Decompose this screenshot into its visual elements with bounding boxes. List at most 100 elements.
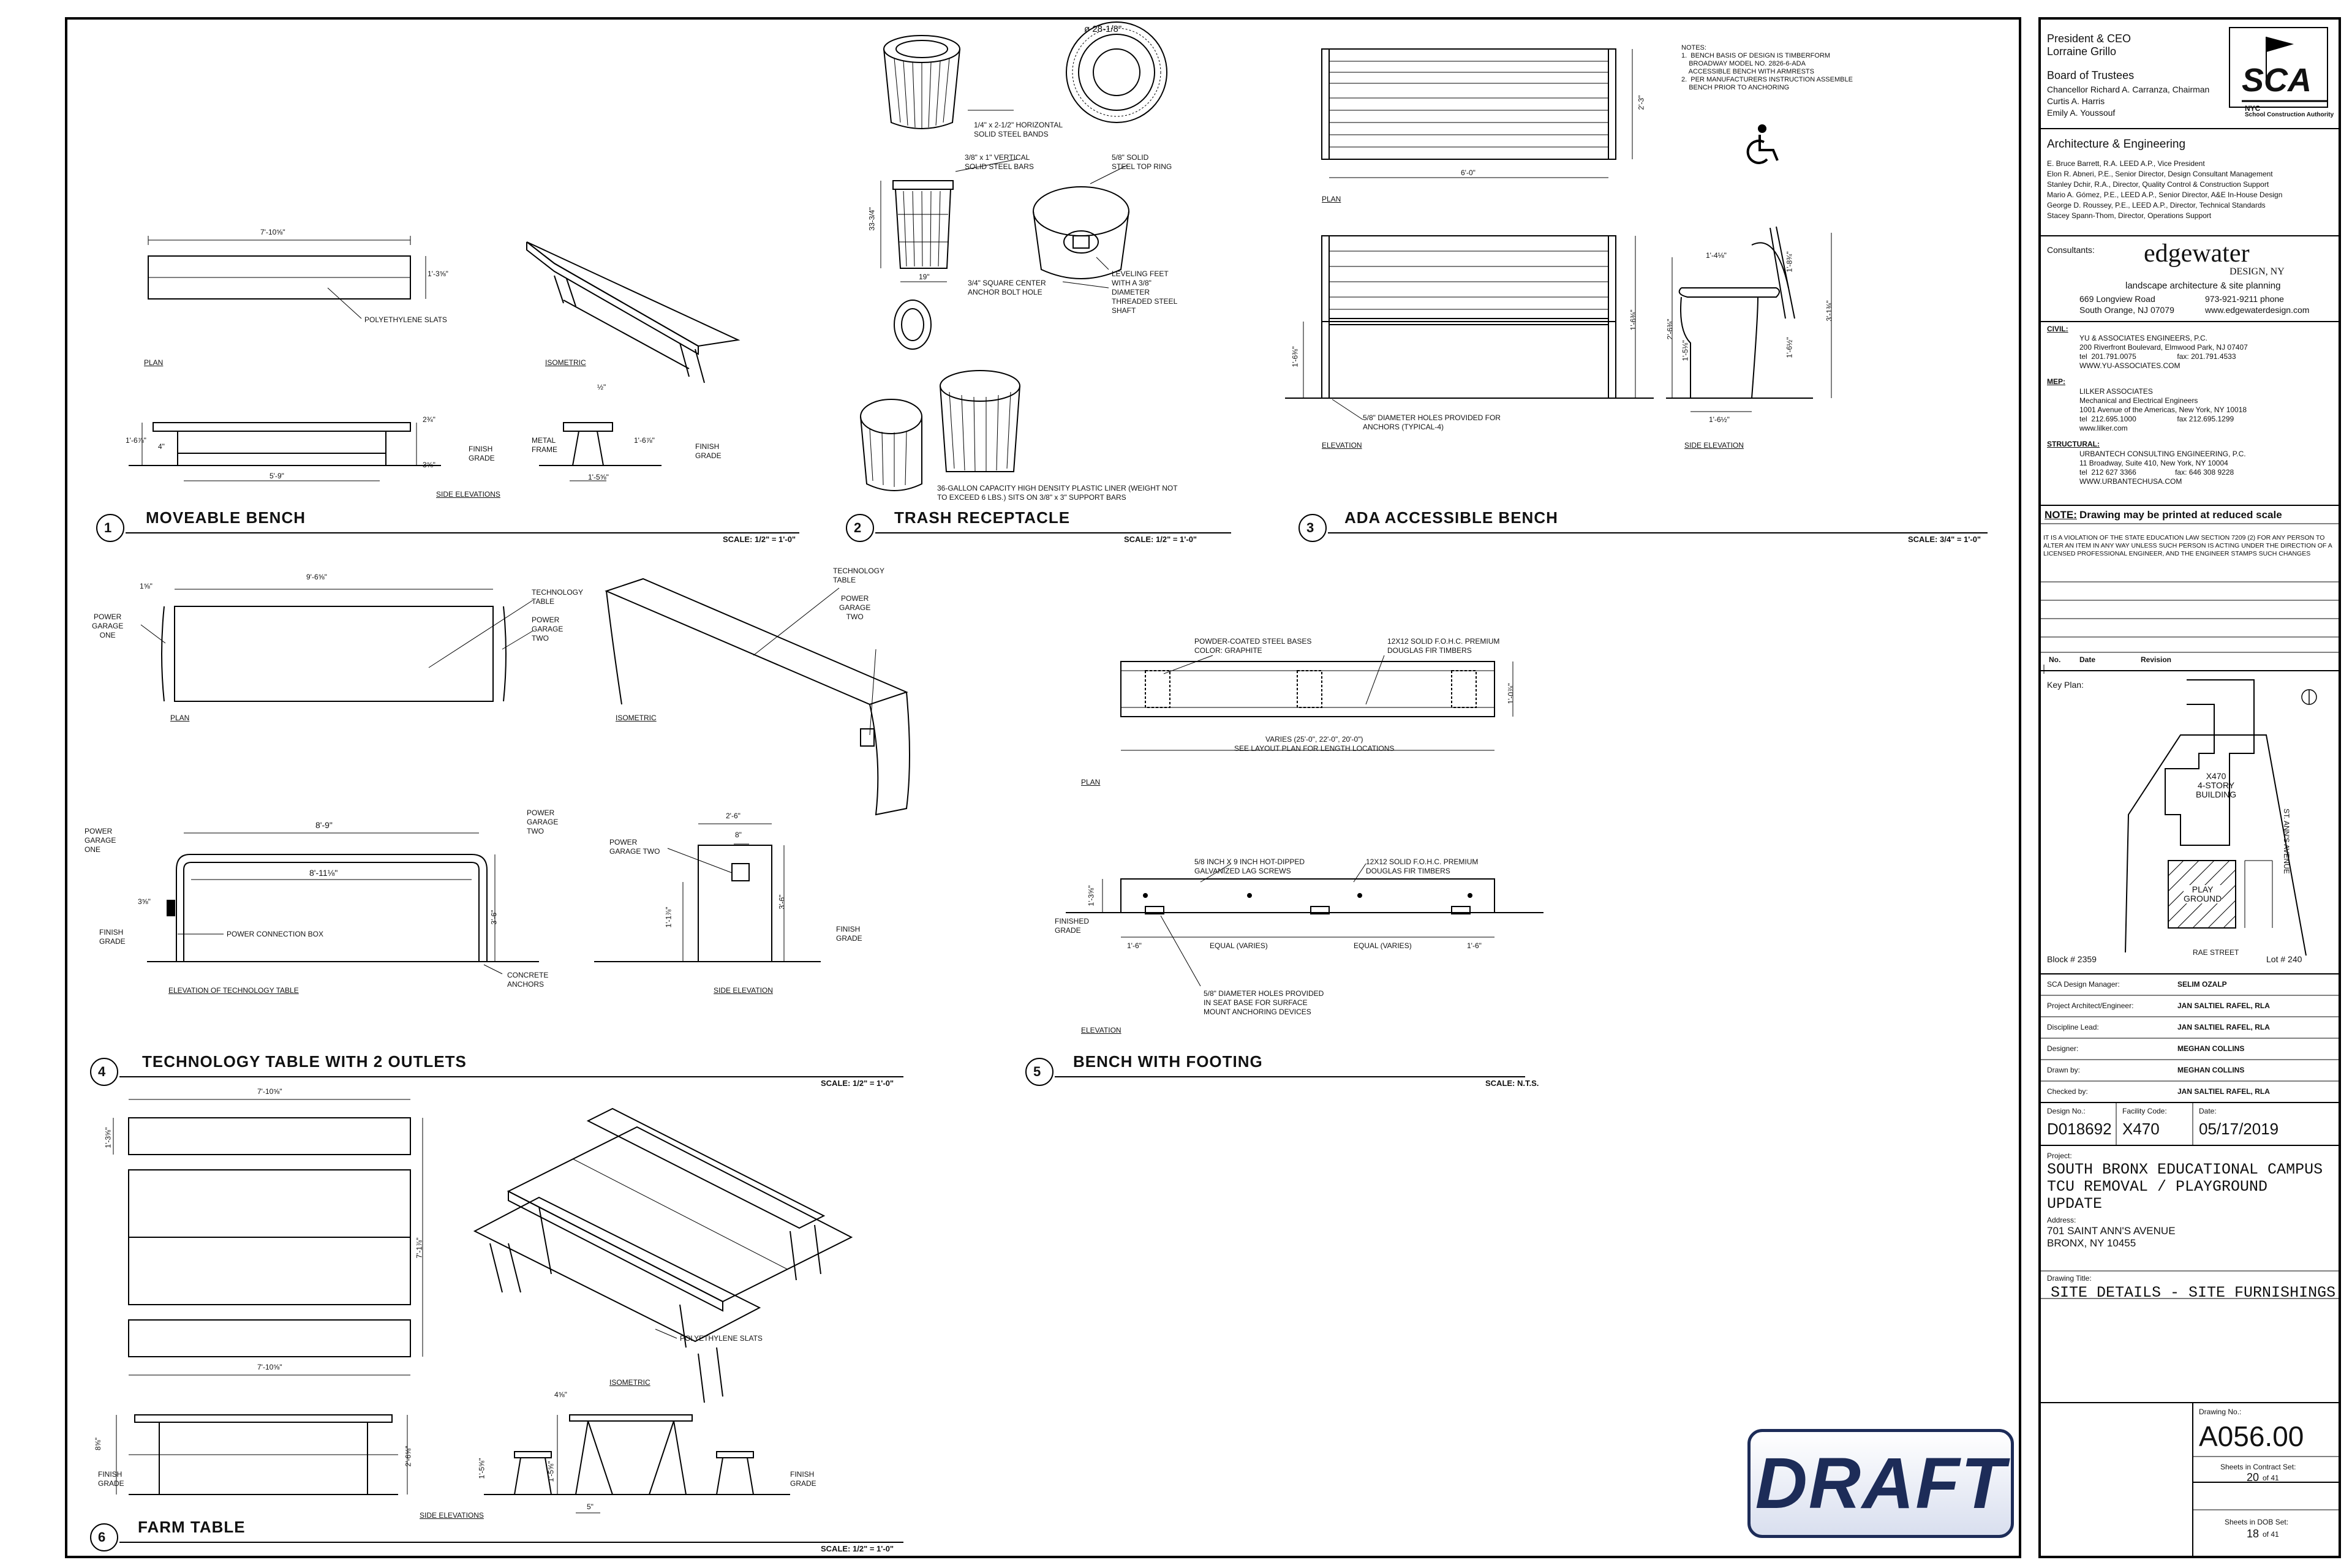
role-value-6: JAN SALTIEL RAFEL, RLA: [2177, 1087, 2270, 1096]
detail-technology-table: [140, 578, 910, 974]
detail-3-number: 3: [1306, 520, 1314, 535]
tech-dim-8: 8": [735, 831, 742, 839]
farm-dim-1-5: 1'-5⅝": [477, 1458, 486, 1479]
tech-dim-len: 9'-6⅝": [306, 573, 327, 581]
footing-plan: PLAN: [1081, 778, 1101, 786]
role-value-2: JAN SALTIEL RAFEL, RLA: [2177, 1001, 2270, 1010]
detail-1-number: 1: [104, 520, 112, 535]
ada-dim-6: 6'-0": [1461, 168, 1476, 177]
bench-dim-1-5b: 1'-5⅝": [588, 473, 609, 481]
tb-struct-4: WWW.URBANTECHUSA.COM: [2079, 477, 2182, 486]
tb-struct-1: URBANTECH CONSULTING ENGINEERING, P.C.: [2079, 450, 2246, 458]
detail-6-title: [90, 1523, 903, 1551]
tech-plan: PLAN: [170, 714, 190, 722]
tb-rev-date: Date: [2079, 655, 2096, 664]
detail-3-title: [1298, 514, 1988, 542]
consultant-addr2: South Orange, NJ 07079: [2079, 305, 2174, 315]
ada-dim-1-6a: 1'-6⅜": [1291, 346, 1300, 368]
footing-elev: ELEVATION: [1081, 1026, 1121, 1035]
tb-date-label: Date:: [2199, 1107, 2217, 1115]
tb-drawing-title-label: Drawing Title:: [2047, 1274, 2092, 1283]
ada-elevation: ELEVATION: [1322, 441, 1362, 450]
tech-pg2b: POWER GARAGE TWO: [839, 594, 871, 621]
farm-dim-7: 8⅝": [93, 1438, 102, 1450]
ada-dim-2-6: 2'-6⅜": [1665, 318, 1675, 340]
bench-iso-label: ISOMETRIC: [545, 358, 586, 367]
tb-facility: X470: [2122, 1120, 2160, 1138]
tech-tt2: TECHNOLOGY TABLE: [833, 567, 885, 584]
footing-bases: POWDER-COATED STEEL BASES COLOR: GRAPHIT…: [1194, 637, 1312, 655]
tb-design-no: D018692: [2047, 1120, 2112, 1138]
tech-dim-3-6: 3'-6": [489, 910, 499, 925]
tb-address: 701 SAINT ANN'S AVENUE BRONX, NY 10455: [2047, 1225, 2176, 1249]
consultant-web: www.edgewaterdesign.com: [2205, 305, 2310, 315]
footing-timbers: 12X12 SOLID F.O.H.C. PREMIUM DOUGLAS FIR…: [1387, 637, 1500, 655]
tech-anchors: CONCRETE ANCHORS: [507, 971, 549, 989]
tech-dim-3-6b: 3'-6": [777, 894, 786, 910]
detail-6-heading: FARM TABLE: [138, 1518, 246, 1536]
trash-diameter: ø 28-1/8": [1084, 24, 1122, 34]
detail-4-title: [90, 1058, 903, 1086]
footing-dim-1-3: 1'-3⅝": [1087, 885, 1096, 907]
trash-height: 33-3/4": [867, 207, 876, 231]
tech-dim-8-9: 8'-9": [315, 820, 333, 830]
trash-width: 19": [919, 273, 930, 281]
tb-ae-staff-3: Stanley Dchir, R.A., Director, Quality C…: [2047, 180, 2269, 189]
tb-president-title: President & CEO: [2047, 32, 2132, 45]
trash-feet: LEVELING FEET WITH A 3/8" DIAMETER THREA…: [1112, 270, 1178, 315]
sca-logo-sub: School Construction Authority: [2245, 111, 2334, 118]
bench-finish-grade: FINISH GRADE: [469, 445, 495, 462]
tb-design-no-label: Design No.:: [2047, 1107, 2086, 1115]
ada-dim-1-8: 1'-8¾": [1785, 251, 1794, 273]
tb-mep-label: MEP:: [2047, 377, 2065, 386]
detail-2-title: [846, 514, 1231, 542]
titleblock-border: [2038, 17, 2341, 1558]
sca-logo-nyc: NYC: [2245, 104, 2261, 113]
footing-equal2: EQUAL (VARIES): [1354, 941, 1412, 950]
role-label-1: SCA Design Manager:: [2047, 980, 2120, 989]
detail-2-scale: SCALE: 1/2" = 1'-0": [1124, 535, 1197, 544]
tb-note-label: NOTE:: [2045, 509, 2077, 521]
ada-dim-2-3: 2'-3": [1637, 95, 1646, 110]
detail-6-scale: SCALE: 1/2" = 1'-0": [821, 1544, 894, 1553]
tb-mep-3: 1001 Avenue of the Americas, New York, N…: [2079, 405, 2247, 414]
consultant-desc: landscape architecture & site planning: [2125, 281, 2281, 291]
ada-plan: PLAN: [1322, 195, 1341, 203]
role-value-4: MEGHAN COLLINS: [2177, 1044, 2245, 1053]
farm-dim-top: 7'-10⅝": [257, 1087, 282, 1096]
tb-drawing-title: SITE DETAILS - SITE FURNISHINGS: [2051, 1284, 2336, 1302]
bench-dim-3: 2¾": [423, 415, 435, 424]
tech-dim-1: 1⅝": [140, 582, 153, 590]
footing-d1: 1'-6": [1127, 941, 1142, 950]
tech-pg2c: POWER GARAGE TWO: [527, 809, 559, 835]
farm-dim-7-1: 7'-1⅞": [415, 1237, 424, 1259]
tb-drawing-no: A056.00: [2199, 1420, 2304, 1452]
bench-side-elevations: SIDE ELEVATIONS: [436, 490, 500, 499]
role-label-6: Checked by:: [2047, 1087, 2088, 1096]
tech-tt: TECHNOLOGY TABLE: [532, 588, 584, 606]
main-border: [65, 17, 2021, 1558]
tb-date: 05/17/2019: [2199, 1120, 2279, 1138]
role-value-5: MEGHAN COLLINS: [2177, 1066, 2245, 1074]
bench-dim-5-9: 5'-9": [270, 472, 284, 480]
bench-dim-4: 4": [158, 442, 165, 451]
detail-5-heading: BENCH WITH FOOTING: [1073, 1052, 1263, 1071]
consultant-phone: 973-921-9211 phone: [2205, 294, 2284, 304]
keyplan-street2: RAE STREET: [2193, 948, 2239, 957]
farm-dim-2-6: 2'-6⅝": [404, 1446, 413, 1467]
bench-dim-length: 7'-10⅝": [260, 228, 285, 236]
detail-bench-footing: [1066, 655, 1544, 987]
detail-3-scale: SCALE: 3/4" = 1'-0": [1908, 535, 1981, 544]
tech-dim-2-6: 2'-6": [726, 812, 741, 820]
farm-dim-4: 4⅝": [554, 1390, 567, 1399]
tb-rev-no: No.: [2049, 655, 2061, 664]
footing-varies: VARIES (25'-0", 22'-0", 20'-0") SEE LAYO…: [1234, 735, 1395, 753]
detail-moveable-bench: [129, 236, 741, 481]
consultant-addr1: 669 Longview Road: [2079, 294, 2155, 304]
trash-bars: 3/8" x 1" VERTICAL SOLID STEEL BARS: [965, 153, 1034, 171]
footing-holes: 5/8" DIAMETER HOLES PROVIDED IN SEAT BAS…: [1204, 989, 1324, 1016]
tech-side: SIDE ELEVATION: [714, 986, 773, 995]
keyplan-building: X470 4-STORY BUILDING: [2196, 771, 2237, 799]
keyplan-street1: ST. ANN'S AVENUE: [2282, 809, 2291, 874]
